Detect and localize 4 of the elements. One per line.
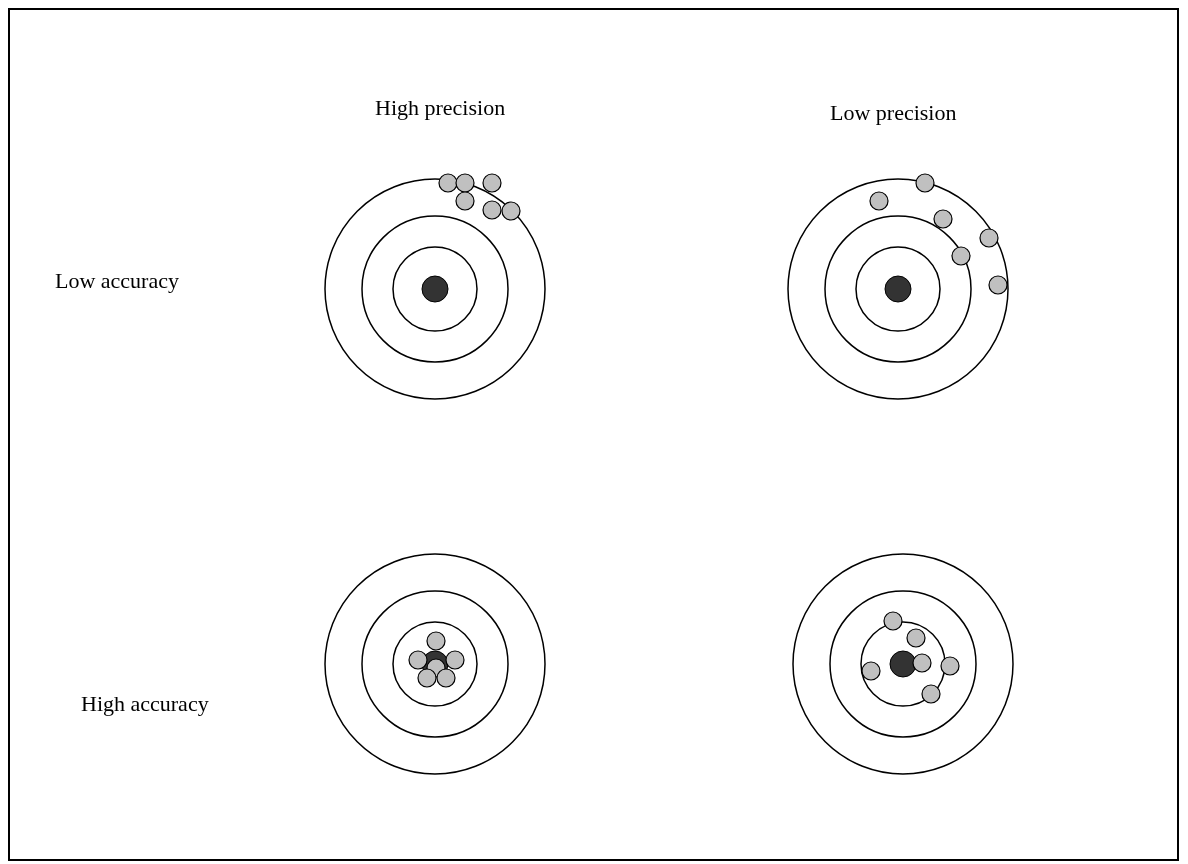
column-heading: High precision <box>375 97 506 119</box>
row-heading: High accuracy <box>81 693 209 715</box>
row-heading: Low accuracy <box>55 270 179 292</box>
column-heading: Low precision <box>830 102 957 124</box>
